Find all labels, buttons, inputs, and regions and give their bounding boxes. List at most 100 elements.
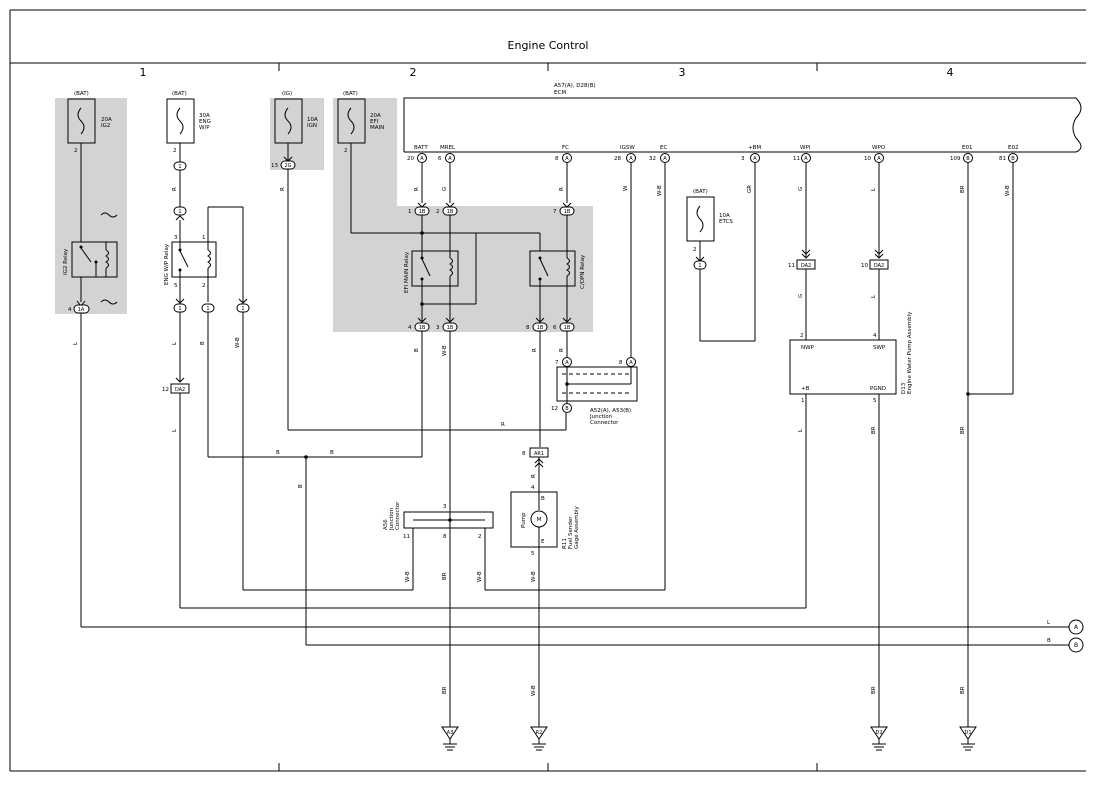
terminal-name: EC <box>660 145 667 151</box>
fuse-source: (BAT) <box>693 189 708 195</box>
offpage-connector-a: A <box>1068 619 1084 635</box>
page-title: Engine Control <box>508 39 589 52</box>
fuse-source: (BAT) <box>74 91 89 97</box>
wire-color: L <box>73 341 79 345</box>
pin-number: 2 <box>202 283 206 289</box>
fuse-source: (IG) <box>282 91 292 97</box>
pin-number: 3 <box>443 504 447 510</box>
pin-number: 5 <box>873 398 877 404</box>
pin-number: 12 <box>551 406 558 412</box>
wire-color: B <box>414 348 420 352</box>
ecm-terminal-e02: E02 81 B <box>999 145 1018 163</box>
connector-id: AR1 <box>534 451 544 457</box>
engine-water-pump-assembly: 2 4 NWP SWP +B PGND 1 5 D13 Engine Water… <box>789 311 913 404</box>
junction-connector-a56: 3 11 8 2 A56 Junction Connector <box>383 501 494 540</box>
wire-color: R <box>532 348 538 352</box>
wire-color: R <box>172 187 178 191</box>
connector-label: Junction <box>389 507 395 531</box>
wire-color: R <box>559 187 565 191</box>
connector-1b-copn-b: 1B 6 <box>553 317 575 332</box>
wire-color: L <box>172 428 178 432</box>
terminal-conn: A <box>420 156 424 162</box>
pin-number: 8 <box>619 360 623 366</box>
fuse-rating: 10A <box>307 117 318 123</box>
connector-1b-batt-top: 1B 1 <box>408 202 430 216</box>
wire-color: B <box>330 450 334 456</box>
pin-number: 1 <box>202 235 206 241</box>
fuse-etcs: (BAT) 10A ETCS 2 1 <box>686 189 733 270</box>
ecm-terminal-fc: FC 8 A <box>555 145 572 163</box>
fuse-pin: 2 <box>344 148 348 154</box>
terminal-conn: B <box>565 406 569 412</box>
terminal-name: WPO <box>872 145 886 151</box>
wire-color: R <box>531 474 537 478</box>
terminal-conn: A <box>877 156 881 162</box>
connector-id: 1B <box>419 325 426 331</box>
wire-color: L <box>172 341 178 345</box>
wire-color: L <box>798 428 804 432</box>
wire-color: BR <box>960 426 966 434</box>
ig2-relay: IG2 Relay <box>63 143 118 305</box>
connector-id: 1A <box>78 307 85 313</box>
ground-label: D2 <box>875 730 882 736</box>
wire-color: BR <box>871 686 877 694</box>
fuse-eng-wp: (BAT) 30A ENG W/P 2 <box>166 91 211 154</box>
ig2-block-shade <box>55 98 127 314</box>
ecm-terminal-mrel: MREL 6 A <box>438 145 456 163</box>
connector-id: 1 <box>178 209 181 215</box>
section-number-3: 3 <box>679 66 686 79</box>
fuse-name: ENG <box>199 119 211 125</box>
terminal-name: IGSW <box>620 145 635 151</box>
wire-color: BR <box>960 686 966 694</box>
wire-color: BR <box>871 426 877 434</box>
wire-color: W-B <box>477 571 483 582</box>
assembly-label: D13 <box>901 382 907 394</box>
relay-label: EFI MAIN Relay <box>404 251 410 293</box>
assembly-label: Fuel Sender <box>568 516 574 549</box>
fuse-name-2: MAIN <box>370 125 384 131</box>
terminal-pin: 6 <box>438 156 442 162</box>
terminal-conn: A <box>565 360 569 366</box>
fuse-rating: 30A <box>199 113 210 119</box>
ecm-terminal-bm: +BM 3 A <box>741 145 761 163</box>
junction-connector-a52: A 7 A 8 B 12 A52(A), A53(B) Junction Con… <box>551 357 638 426</box>
motor-label: M <box>537 517 542 523</box>
fuse-pin: 2 <box>74 148 78 154</box>
ground-icon-d1: D1 <box>959 726 977 751</box>
wire-color: R <box>414 187 420 191</box>
wire-color: R <box>559 348 565 352</box>
pin-number: 7 <box>553 209 557 215</box>
fuse-pin: 13 <box>271 163 278 169</box>
wire-color: B <box>276 450 280 456</box>
terminal-name: WPI <box>800 145 811 151</box>
wire-color: W-B <box>531 571 537 582</box>
terminal-pin: 28 <box>614 156 621 162</box>
terminal-pgnd: PGND <box>870 386 886 392</box>
connector-id: DA2 <box>874 263 884 269</box>
connector-id: DA2 <box>175 387 185 393</box>
pin-number: 5 <box>174 283 178 289</box>
fuse-rating: 20A <box>370 113 381 119</box>
wire-color: BR <box>442 572 448 580</box>
pin-number: 2 <box>478 534 482 540</box>
terminal-conn: A <box>629 156 633 162</box>
pin-number: 8 <box>526 325 530 331</box>
wire-color: G <box>798 187 804 191</box>
ecm-part-label: A57(A), D28(B) <box>554 83 596 89</box>
connector-id: 1B <box>447 325 454 331</box>
copn-relay: C/OPN Relay <box>529 215 586 321</box>
connector-da2-a: DA2 12 <box>162 377 190 394</box>
terminal-conn: A <box>804 156 808 162</box>
connector-label: A56 <box>383 519 389 530</box>
connector-1-eng-a: 1 <box>173 161 187 171</box>
connector-1-eng-b: 1 <box>173 206 187 221</box>
terminal-pin: 109 <box>950 156 961 162</box>
assembly-label: Gage Assembly <box>574 505 580 549</box>
connector-label: A52(A), A53(B) <box>590 408 631 414</box>
ecm-terminal-batt: BATT 20 A <box>407 145 428 163</box>
connector-id: 1 <box>241 306 244 312</box>
pump-label: Pump <box>521 512 527 528</box>
wire-color: W-B <box>442 345 448 356</box>
section-number-2: 2 <box>410 66 417 79</box>
